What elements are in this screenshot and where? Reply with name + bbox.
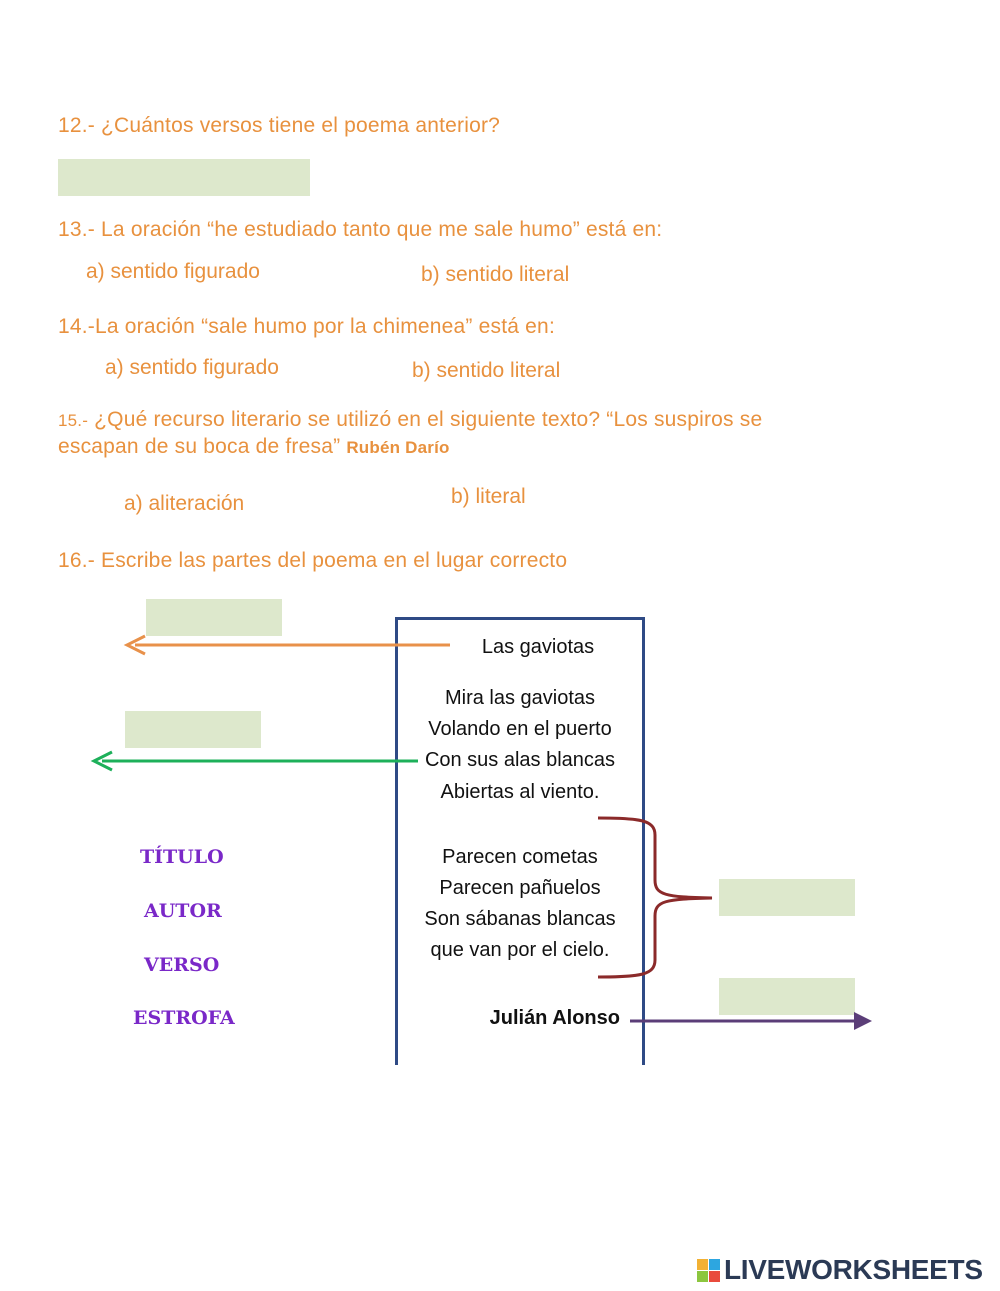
q15-option-a[interactable]: a) aliteración bbox=[124, 492, 245, 515]
poem-stanza2-line1: Parecen cometas bbox=[442, 846, 598, 868]
q14-option-b[interactable]: b) sentido literal bbox=[412, 359, 561, 382]
question-15-text: ¿Qué recurso literario se utilizó en el … bbox=[88, 408, 763, 431]
label-estrofa[interactable]: ESTROFA bbox=[133, 1007, 235, 1029]
poem-frame bbox=[395, 617, 645, 1065]
poem-stanza2-line2: Parecen pañuelos bbox=[439, 877, 601, 899]
question-15-line-2: escapan de su boca de fresa” Rubén Darío bbox=[58, 435, 450, 459]
question-15-number: 15.- bbox=[58, 411, 89, 430]
q13-option-b[interactable]: b) sentido literal bbox=[421, 263, 570, 286]
poem-stanza1-line1: Mira las gaviotas bbox=[444, 687, 596, 709]
poem-stanza2-line4: que van por el cielo. bbox=[430, 939, 610, 961]
verse-arrow bbox=[90, 750, 418, 772]
title-answer-box[interactable] bbox=[146, 599, 282, 636]
question-15-line-1: 15.- ¿Qué recurso literario se utilizó e… bbox=[58, 408, 762, 432]
answer-q12-input[interactable] bbox=[58, 159, 310, 196]
title-arrow bbox=[123, 634, 450, 656]
logo-blocks-icon bbox=[697, 1258, 720, 1282]
poem-stanza1-line4: Abiertas al viento. bbox=[440, 781, 600, 803]
author-answer-box[interactable] bbox=[719, 978, 855, 1015]
verse-answer-box[interactable] bbox=[125, 711, 261, 748]
q14-option-a[interactable]: a) sentido figurado bbox=[105, 356, 279, 379]
label-verso[interactable]: VERSO bbox=[144, 954, 220, 976]
q15-option-b[interactable]: b) literal bbox=[451, 485, 526, 508]
q13-option-a[interactable]: a) sentido figurado bbox=[86, 260, 260, 283]
liveworksheets-logo: LIVEWORKSHEETS bbox=[697, 1254, 983, 1286]
label-autor[interactable]: AUTOR bbox=[144, 900, 222, 922]
question-15-author: Rubén Darío bbox=[346, 438, 450, 457]
question-12: 12.- ¿Cuántos versos tiene el poema ante… bbox=[58, 114, 501, 137]
stanza-brace bbox=[597, 816, 713, 979]
question-15-quote-end: escapan de su boca de fresa” bbox=[58, 435, 341, 458]
question-14: 14.-La oración “sale humo por la chimene… bbox=[58, 315, 555, 338]
poem-stanza1-line3: Con sus alas blancas bbox=[424, 749, 616, 771]
label-titulo[interactable]: TÍTULO bbox=[140, 846, 224, 868]
question-13: 13.- La oración “he estudiado tanto que … bbox=[58, 218, 663, 241]
author-arrow bbox=[630, 1012, 872, 1030]
logo-text: LIVEWORKSHEETS bbox=[724, 1254, 983, 1285]
poem-author: Julián Alonso bbox=[489, 1007, 620, 1029]
poem-stanza1-line2: Volando en el puerto bbox=[428, 718, 612, 740]
stanza-answer-box[interactable] bbox=[719, 879, 855, 916]
question-16: 16.- Escribe las partes del poema en el … bbox=[58, 549, 568, 572]
poem-stanza2-line3: Son sábanas blancas bbox=[424, 908, 616, 930]
poem-title: Las gaviotas bbox=[481, 636, 595, 658]
